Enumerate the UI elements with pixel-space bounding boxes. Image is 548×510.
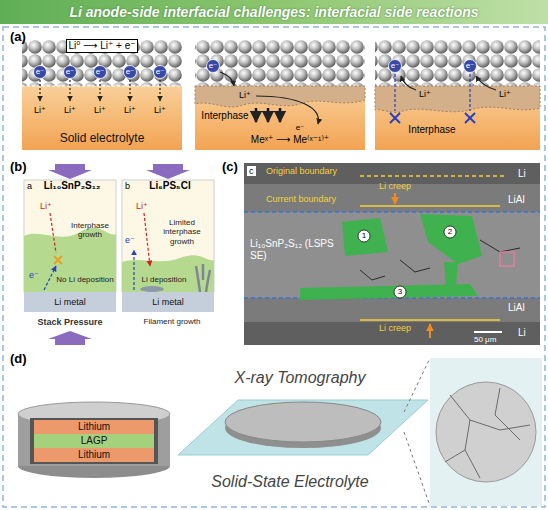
ion-label: Li⁺	[419, 89, 431, 99]
pressure-label: Stack Pressure	[37, 317, 102, 327]
callout-number: 1	[362, 231, 366, 240]
material-label: Li₆PS₅Cl	[149, 180, 190, 192]
title-banner-text: Li anode-side interfacial challenges: in…	[0, 0, 548, 24]
ion-label: Li⁺	[34, 105, 46, 115]
layer-label: LiAl	[508, 194, 525, 206]
component-label: Solid-State Electrolyte	[211, 473, 368, 491]
sub-panel-label: c	[247, 166, 256, 176]
layer-label: Li	[518, 168, 526, 180]
process-label: Interphase growth	[64, 221, 116, 239]
electron-label: e⁻	[36, 67, 45, 76]
ion-label: Li⁺	[136, 201, 148, 211]
node-text: Li metal	[54, 297, 86, 307]
lithium-layer: Lithium	[34, 448, 154, 462]
ion-label: Li⁺	[40, 201, 52, 211]
process-label: No Li deposition	[56, 275, 113, 284]
boundary-label: Original boundary	[266, 166, 337, 176]
li-metal-band: Li metal	[122, 292, 214, 312]
electron-label: e⁻	[296, 123, 305, 132]
panel-label: (c)	[222, 160, 238, 175]
electron-label: e⁻	[391, 61, 400, 70]
process-label: Limited interphase growth	[153, 218, 211, 246]
node-text: LAGP	[81, 435, 108, 447]
electron-label: e⁻	[96, 67, 105, 76]
lagp-layer: LAGP	[34, 434, 154, 448]
sub-panel-label: b	[125, 181, 130, 191]
li-metal-band: Li metal	[24, 292, 116, 312]
node-text: Lithium	[78, 421, 110, 433]
ion-label: Li⁺	[499, 89, 511, 99]
sub-panel-label: a	[27, 181, 32, 191]
process-label: Filament growth	[144, 317, 201, 326]
ion-label: Li⁺	[124, 105, 136, 115]
layer-label: Li₁₀SnP₂S₁₂ (LSPS SE)	[250, 238, 336, 261]
electron-label: e⁻	[29, 270, 39, 280]
panel-label: (b)	[10, 160, 27, 175]
lithium-layer: Lithium	[34, 420, 154, 434]
scale-bar-label: 50 μm	[474, 335, 496, 344]
electron-label: e⁻	[156, 67, 165, 76]
ion-label: Li⁺	[64, 105, 76, 115]
panel-label: (a)	[10, 30, 26, 45]
region-label: Interphase	[201, 110, 248, 122]
layer-label: Li	[518, 327, 526, 339]
process-label: Li deposition	[142, 275, 187, 284]
electron-label: e⁻	[466, 61, 475, 70]
ion-label: Li⁺	[154, 105, 166, 115]
node-text: Li metal	[152, 297, 184, 307]
method-label: X-ray Tomography	[234, 369, 365, 387]
material-label: Li₁₀SnP₂S₁₂	[44, 180, 101, 192]
panel-label: (d)	[10, 352, 27, 367]
electron-label: e⁻	[125, 235, 135, 245]
node-text: Solid electrolyte	[60, 132, 145, 146]
equation-label: Li⁰ ⟶ Li⁺ + e⁻	[66, 39, 139, 53]
ion-label: Li⁺	[94, 105, 106, 115]
boundary-label: Current boundary	[266, 194, 336, 204]
callout-number: 2	[448, 227, 452, 236]
equation-label: Meˣ⁺ ⟶ Me⁽ˣ⁻¹⁾⁺	[251, 134, 329, 146]
node-text: Lithium	[78, 449, 110, 461]
electron-label: e⁻	[209, 61, 218, 70]
electrolyte-band: Solid electrolyte	[22, 86, 182, 150]
ion-label: Li⁺	[239, 90, 251, 100]
electron-label: e⁻	[66, 67, 75, 76]
creep-label: Li creep	[379, 181, 411, 191]
layer-label: LiAl	[508, 302, 525, 314]
callout-number: 3	[398, 287, 402, 296]
region-label: Interphase	[408, 124, 455, 136]
creep-label: Li creep	[379, 323, 411, 333]
electron-label: e⁻	[126, 67, 135, 76]
